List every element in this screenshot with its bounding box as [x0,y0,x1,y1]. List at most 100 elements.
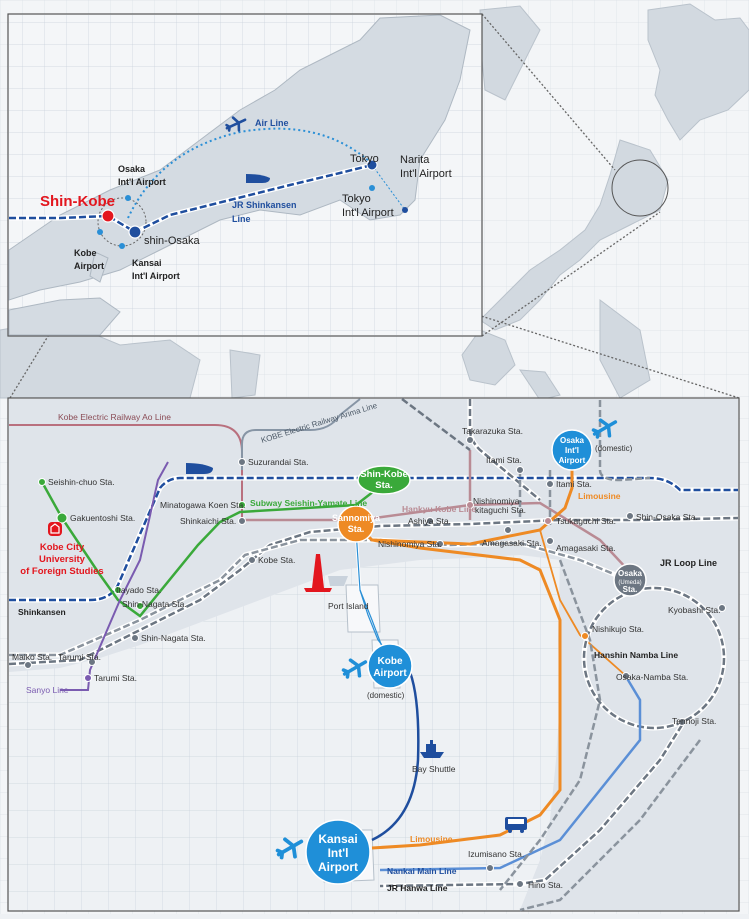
hub-osaka-label-3: Sta. [623,585,638,594]
station-tarumi[interactable] [88,658,96,666]
label-shin-nagata-subway: Shin-Nagata Sta. [122,599,187,609]
station-itayado[interactable] [114,586,122,594]
station-dots [24,436,726,888]
station-takarazuka[interactable] [466,436,474,444]
label-limousine-south: Limousine [410,834,453,844]
label-amagasaki-hanshin: Amagasaki Sta. [556,543,616,553]
hub-kobe-airport[interactable]: Kobe Airport [367,643,413,689]
inset-shinkansen-label-2: Line [232,214,251,224]
station-ashiya[interactable] [426,517,434,525]
station-suzurandai[interactable] [238,458,246,466]
kobe-electric-arima-line [241,398,361,470]
inset-kobe-airport-label-2: Airport [74,261,104,271]
label-subway-seishin-yamate: Subway Seishin-Yamate Line [250,498,367,508]
inset-narita-airport-dot[interactable] [402,207,408,213]
inset-osaka-airport-label-2: Int'l Airport [118,177,166,187]
station-osaka-namba[interactable] [622,672,630,680]
hokkaido-landmass [647,3,749,141]
station-shinkaichi[interactable] [238,517,246,525]
label-sanyo-line: Sanyo Line [26,685,69,695]
sanyo-line [60,461,169,691]
inset-awaji-land [89,251,109,283]
hub-osaka-umeda[interactable]: Osaka (Umeda) Sta. [613,563,647,597]
station-itami-jr[interactable] [516,466,524,474]
station-kyobashi[interactable] [718,604,726,612]
label-gakuentoshi: Gakuentoshi Sta. [70,513,135,523]
hub-kansai-airport[interactable]: Kansai Int'l Airport [305,819,371,885]
label-port-island: Port Island [328,601,369,611]
inset-shinkansen-label-1: JR Shinkansen [232,200,297,210]
hub-kansai-airport-label-2: Int'l [328,846,349,860]
inset-air-line [127,127,371,219]
station-nishinomiya-kitaguchi[interactable] [466,501,474,509]
inset-kobe-airport-dot[interactable] [97,229,103,235]
label-izumisano: Izumisano Sta. [468,849,524,859]
subway-seishin-yamate-line [40,471,387,618]
label-shinkansen: Shinkansen [18,607,66,617]
inset-tokyo-airport-dot[interactable] [369,185,375,191]
station-minatogawa[interactable] [238,501,246,509]
airplane-icon [225,116,247,132]
station-hino[interactable] [516,880,524,888]
bay-shuttle-route [371,671,420,842]
label-kyobashi: Kyobashi Sta. [668,605,720,615]
label-jr-hanwa: JR Hanwa Line [387,883,448,893]
shinkansen-train-icon [186,463,213,474]
station-tsukaguchi[interactable] [544,517,552,525]
label-osaka-namba: Osaka-Namba Sta. [616,672,688,682]
airplane-icon [591,418,618,439]
station-nishikujo[interactable] [581,632,589,640]
hub-kansai-airport-label-1: Kansai [318,832,357,846]
islands-south [229,299,651,401]
station-amagasaki-hanshin[interactable] [546,537,554,545]
inset-shin-kobe-dot[interactable] [101,209,115,223]
inset-osaka-airport-dot[interactable] [125,195,131,201]
label-tarumi: Tarumi Sta. [58,652,101,662]
hub-shin-kobe[interactable]: Shin-Kobe Sta. [357,465,411,495]
label-amagasaki: Amagasaki Sta. [482,538,542,548]
station-izumisano[interactable] [486,864,494,872]
label-tarumi-sanyo: Tarumi Sta. [94,673,137,683]
hub-kansai-airport-label-3: Airport [318,860,358,874]
hub-shin-kobe-label-2: Sta. [375,480,392,491]
label-suzurandai: Suzurandai Sta. [248,457,308,467]
label-shin-nagata-jr: Shin-Nagata Sta. [141,633,206,643]
label-university-2: University [39,554,86,565]
bus-icon [505,817,527,833]
station-tarumi-sanyo[interactable] [84,674,92,682]
shinkansen-train-icon [246,174,270,183]
inset-tokyo-label: Tokyo [350,153,379,165]
inset-map: Air Line JR Shinkansen Line Shin-Kobe sh… [7,13,483,337]
station-shin-nagata-subway[interactable] [136,602,144,610]
ship-icon [420,740,444,758]
station-tennoji[interactable] [678,718,686,726]
station-maiko[interactable] [24,661,32,669]
inset-osaka-airport-label-1: Osaka [118,164,146,174]
inset-shin-kobe-label: Shin-Kobe [40,193,115,210]
station-seishin-chuo[interactable] [38,478,46,486]
hub-sannomiya[interactable]: Sannomiya Sta. [332,505,381,543]
inset-shin-osaka-dot[interactable] [128,225,142,239]
station-itami[interactable] [546,480,554,488]
hub-osaka-airport[interactable]: Osaka Int'l Airport [551,429,593,471]
hub-kobe-airport-label-2: Airport [373,668,407,679]
hub-osaka-label-2: (Umeda) [618,580,641,586]
label-university-3: of Foreign Studies [20,566,103,577]
inset-kansai-airport-dot[interactable] [119,243,125,249]
hub-osaka-airport-label-1: Osaka [560,436,585,445]
inset-shikoku-land [8,297,121,336]
station-nishinomiya[interactable] [436,540,444,548]
university-marker[interactable] [48,522,62,536]
station-gakuentoshi[interactable] [56,512,68,524]
label-itayado: Itayado Sta. [116,585,161,595]
station-amagasaki[interactable] [504,526,512,534]
station-shin-nagata-jr[interactable] [131,634,139,642]
label-kobe-airport-domestic: (domestic) [367,691,405,700]
inset-tokyo-airport-label-1: Tokyo [342,193,371,205]
label-hino: Hino Sta. [528,880,563,890]
label-shin-osaka: Shin-Osaka Sta. [636,512,698,522]
station-kobe[interactable] [248,556,256,564]
station-shin-osaka[interactable] [626,512,634,520]
inset-tokyo-dot[interactable] [366,159,378,171]
